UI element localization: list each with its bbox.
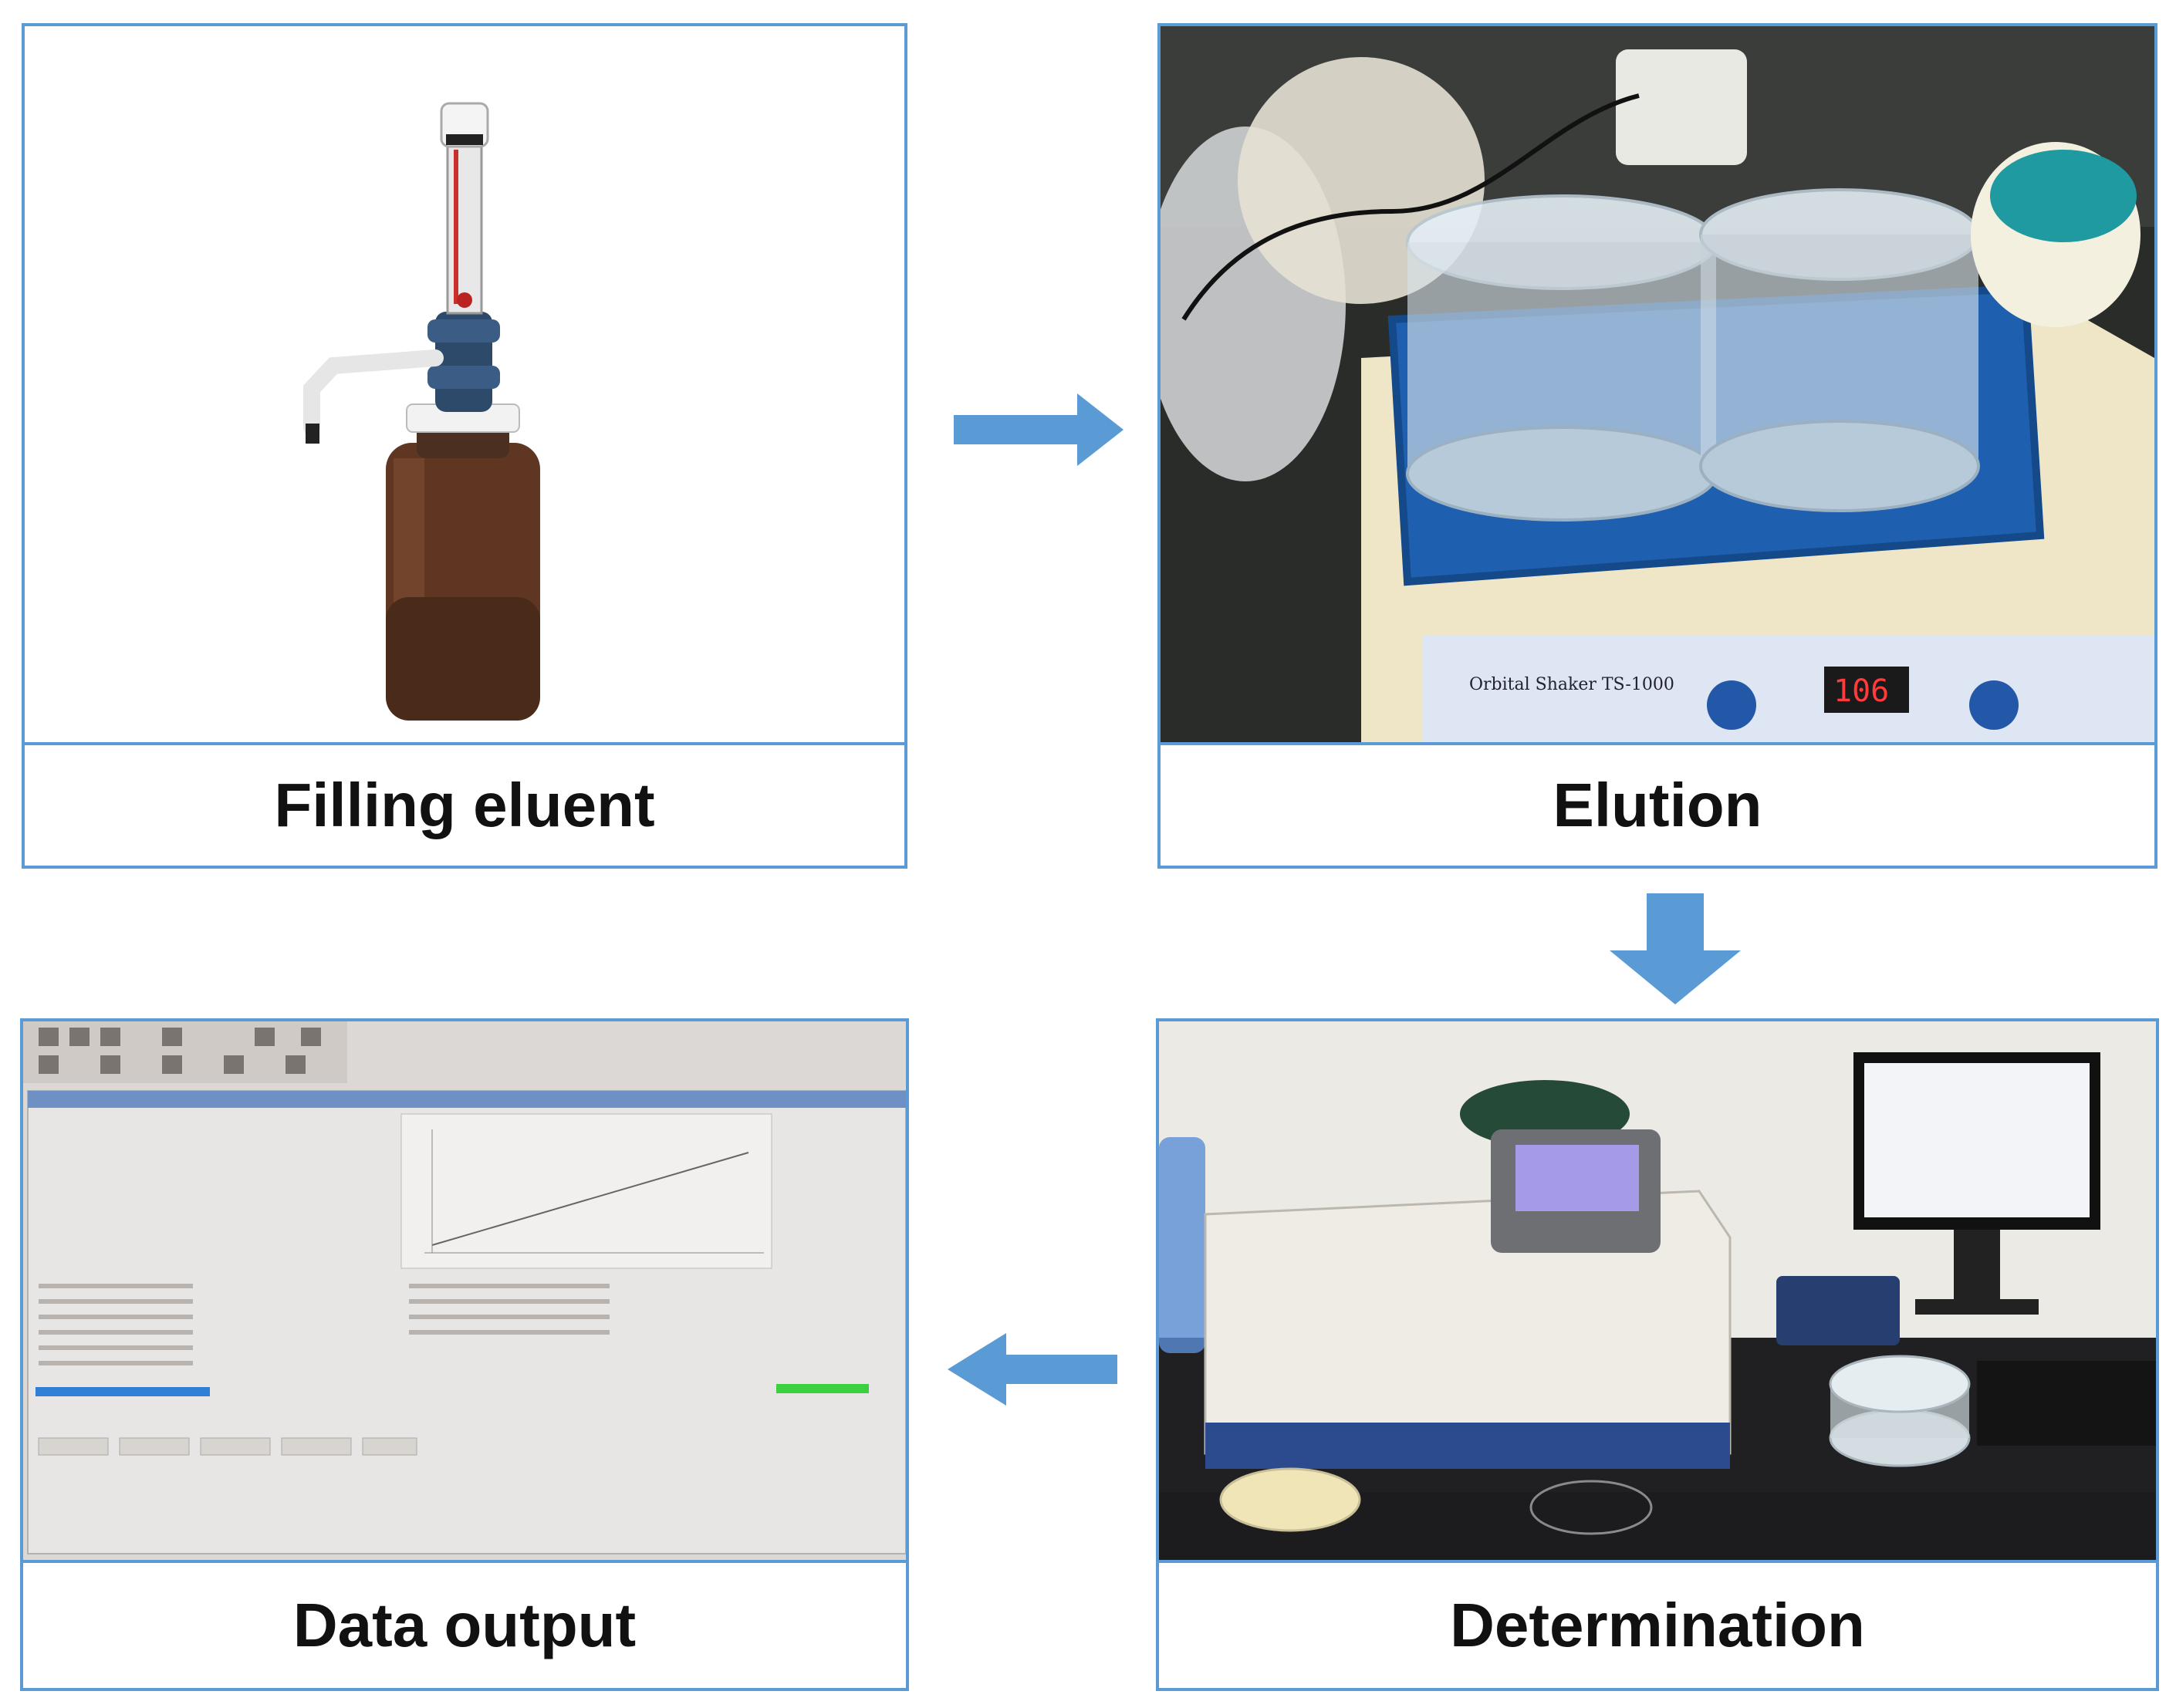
spectrophotometer-image: [1159, 1021, 2156, 1566]
arrow-right-icon: [954, 393, 1123, 466]
arrow-left-icon: [948, 1333, 1117, 1406]
step-panel-filling-eluent: Filling eluent: [22, 23, 907, 869]
step-panel-determination: Determination: [1156, 1018, 2159, 1691]
dispenser-image: [25, 26, 904, 748]
shaker-image: Orbital Shaker TS-1000 106: [1161, 26, 2154, 748]
speed-display-value: 106: [1833, 673, 1889, 709]
caption-elution: Elution: [1161, 742, 2154, 866]
step-panel-elution: Orbital Shaker TS-1000 106 Elution: [1157, 23, 2157, 869]
step-panel-data-output: Data output: [20, 1018, 909, 1691]
arrow-down-icon: [1610, 893, 1741, 1004]
software-screen-image: [23, 1021, 906, 1566]
shaker-brand-label: Orbital Shaker TS-1000: [1469, 675, 1674, 694]
caption-determination: Determination: [1159, 1560, 2156, 1688]
caption-data-output: Data output: [23, 1560, 906, 1688]
caption-filling-eluent: Filling eluent: [25, 742, 904, 866]
